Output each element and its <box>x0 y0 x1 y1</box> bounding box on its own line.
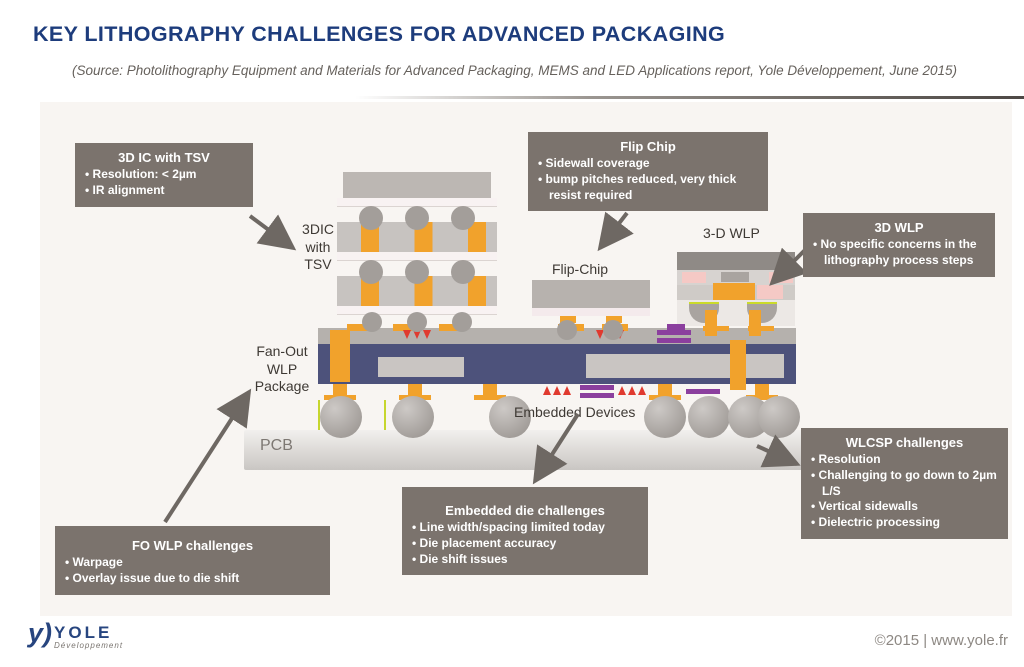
bump <box>405 206 429 230</box>
copper-pillar <box>399 384 431 400</box>
bump <box>362 312 382 332</box>
callout-fo-wlp: FO WLP challenges Warpage Overlay issue … <box>55 526 330 595</box>
copper-pillar <box>746 384 778 400</box>
label-3dic-tsv: 3DIC with TSV <box>302 221 334 272</box>
callout-title: 3D WLP <box>874 220 924 235</box>
bga-ball <box>688 396 730 438</box>
mold-line <box>318 400 320 432</box>
callout-title: 3D IC with TSV <box>118 150 210 165</box>
yole-logo: y) YOLE Développement <box>28 618 124 651</box>
callout-bullet: Vertical sidewalls <box>811 499 998 515</box>
purple-trace <box>580 385 614 390</box>
bga-ball <box>489 396 531 438</box>
callout-bullet: Die shift issues <box>412 552 638 568</box>
callout-bullet: No specific concerns in the lithography … <box>813 237 985 269</box>
yole-logo-subtext: Développement <box>54 641 124 650</box>
wlp-top-die <box>677 252 795 270</box>
yole-logo-mark: y) <box>28 618 53 648</box>
callout-3d-wlp: 3D WLP No specific concerns in the litho… <box>803 213 995 277</box>
bga-ball <box>758 396 800 438</box>
callout-title: Embedded die challenges <box>445 503 605 518</box>
callout-bullet: Dielectric processing <box>811 515 998 531</box>
wlp-3d-structure <box>667 252 795 336</box>
label-pcb: PCB <box>260 437 293 454</box>
interposer-strip <box>337 306 497 314</box>
embedded-die <box>378 357 464 377</box>
mold-line <box>384 400 386 432</box>
bump <box>359 260 383 284</box>
callout-3d-ic-tsv: 3D IC with TSV Resolution: < 2µm IR alig… <box>75 143 253 207</box>
callout-bullet: Resolution <box>811 452 998 468</box>
copper-pillar <box>730 340 746 390</box>
callout-bullet: Overlay issue due to die shift <box>65 571 320 587</box>
header-divider <box>355 96 1024 99</box>
purple-trace <box>657 338 691 343</box>
wlp-layer <box>677 283 795 300</box>
callout-title: FO WLP challenges <box>131 538 254 553</box>
callout-bullet: Sidewall coverage <box>538 156 758 172</box>
interposer-strip <box>337 252 497 260</box>
callout-embedded-die: Embedded die challenges Line width/spaci… <box>402 487 648 576</box>
page-title: KEY LITHOGRAPHY CHALLENGES FOR ADVANCED … <box>33 22 726 46</box>
copper-pillar <box>474 384 506 400</box>
yole-logo-text: YOLE <box>54 623 113 642</box>
callout-wlcsp: WLCSP challenges Resolution Challenging … <box>801 428 1008 540</box>
label-flip-chip: Flip-Chip <box>552 261 609 277</box>
wlp-ball-layer <box>677 300 795 326</box>
callout-bullet: Die placement accuracy <box>412 536 638 552</box>
label-embedded-devices: Embedded Devices <box>514 404 636 420</box>
copper-pillar <box>330 330 350 382</box>
bga-ball <box>644 396 686 438</box>
callout-title: WLCSP challenges <box>845 435 964 450</box>
purple-trace <box>667 324 685 330</box>
callout-bullet: Challenging to go down to 2µm L/S <box>811 468 998 500</box>
embedded-die <box>586 354 784 378</box>
bump <box>603 316 625 340</box>
bump <box>359 206 383 230</box>
label-3d-wlp: 3-D WLP <box>703 225 760 241</box>
purple-trace <box>657 330 691 335</box>
flip-chip-die <box>532 280 650 308</box>
microbump-row <box>337 312 497 332</box>
red-marks <box>618 386 646 395</box>
copper-pillar <box>749 310 761 336</box>
label-fan-out: Fan-Out WLP Package <box>254 343 310 394</box>
copper-pillar <box>705 310 717 336</box>
callout-title: Flip Chip <box>620 139 676 154</box>
callout-bullet: Resolution: < 2µm <box>85 167 243 183</box>
stack-3dic-tsv <box>337 172 497 332</box>
bump <box>556 316 579 340</box>
bump <box>452 312 472 332</box>
microbump-row <box>337 260 497 284</box>
bump <box>451 260 475 284</box>
source-citation: (Source: Photolithography Equipment and … <box>72 63 958 78</box>
bump <box>405 260 429 284</box>
board-underside <box>318 384 796 402</box>
microbump-row <box>337 206 497 230</box>
bga-ball <box>392 396 434 438</box>
purple-trace <box>686 389 720 394</box>
copper-pillar <box>324 384 356 400</box>
stack-top-die <box>343 172 491 198</box>
bga-ball <box>320 396 362 438</box>
red-marks <box>543 386 571 395</box>
flip-chip-underfill <box>532 308 650 316</box>
pcb-bar: PCB <box>244 430 804 470</box>
callout-bullet: Line width/spacing limited today <box>412 520 638 536</box>
copyright-text: ©2015 | www.yole.fr <box>874 632 1008 649</box>
flip-chip-structure <box>532 280 650 340</box>
callout-bullet: bump pitches reduced, very thick resist … <box>538 172 758 204</box>
flip-chip-bumps <box>532 316 650 340</box>
callout-flip-chip: Flip Chip Sidewall coverage bump pitches… <box>528 132 768 212</box>
substrate-board <box>318 330 796 390</box>
copper-pillar <box>649 384 681 400</box>
callout-bullet: Warpage <box>65 555 320 571</box>
bump <box>451 206 475 230</box>
callout-bullet: IR alignment <box>85 183 243 199</box>
purple-trace <box>580 393 614 398</box>
interposer-strip <box>337 198 497 206</box>
bump <box>407 312 427 332</box>
wlp-rdl-block <box>713 283 755 300</box>
red-marks <box>403 330 431 339</box>
